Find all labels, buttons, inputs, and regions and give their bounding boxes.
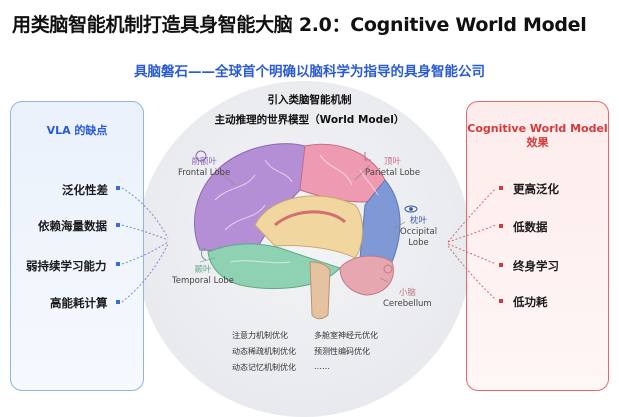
right-item-low-power: 低功耗 <box>513 295 548 309</box>
note-sparse: 动态稀疏机制优化 <box>232 347 296 356</box>
left-item-continual-learning: 弱持续学习能力 <box>26 259 107 273</box>
right-bullet-icon <box>499 263 503 267</box>
cerebellum-icon <box>383 264 393 274</box>
right-item-lifelong-learning: 终身学习 <box>513 259 559 273</box>
occipital-eye-icon <box>404 205 418 213</box>
right-item-low-data: 低数据 <box>513 220 548 234</box>
vla-shortcomings-panel: VLA 的缺点 <box>10 101 144 391</box>
left-bullet-icon <box>116 186 120 190</box>
right-bullet-icon <box>499 224 503 228</box>
right-bullet-icon <box>499 299 503 303</box>
left-panel-header: VLA 的缺点 <box>46 124 108 137</box>
left-item-energy: 高能耗计算 <box>50 296 108 310</box>
right-bullet-icon <box>499 186 503 190</box>
frontal-lobe-label: 前额叶 Frontal Lobe <box>178 157 231 178</box>
lobe-pointers <box>199 164 406 283</box>
world-model-effects-panel: Cognitive World Model 效果 更高泛化 低数据 终身学习 低… <box>466 101 609 391</box>
center-line-1: 引入类脑智能机制 <box>267 94 352 106</box>
right-panel-header: Cognitive World Model <box>467 122 608 135</box>
left-bullet-icon <box>116 300 120 304</box>
brain-illustration <box>193 143 401 320</box>
center-line-2: 主动推理的世界模型（World Model） <box>214 114 405 126</box>
frontal-head-icon <box>195 150 207 162</box>
inner-brain-region <box>254 195 363 259</box>
parietal-lobe-label: 顶叶 Parietal Lobe <box>365 157 421 178</box>
gyri-lines <box>214 154 379 264</box>
right-panel-header-sub: 效果 <box>526 136 549 149</box>
left-connectors <box>121 187 169 303</box>
page-subtitle: 具脑磐石——全球首个明确以脑科学为指导的具身智能公司 <box>134 64 485 80</box>
left-item-generalization: 泛化性差 <box>62 183 108 197</box>
parietal-hand-icon <box>364 152 371 161</box>
temporal-ear-icon <box>201 247 207 261</box>
left-bullet-icon <box>116 262 120 266</box>
background-circle <box>136 81 472 417</box>
note-ellipsis: …… <box>314 362 330 371</box>
note-attention: 注意力机制优化 <box>232 331 288 340</box>
brain-stem <box>309 261 331 320</box>
note-multicompartment: 多舱室神经元优化 <box>314 331 378 340</box>
cerebellum-label: 小脑 Cerebellum <box>383 288 432 309</box>
corpus-callosum <box>274 210 347 227</box>
left-bullet-icon <box>116 223 120 227</box>
note-predictive-coding: 预测性编码优化 <box>314 347 370 356</box>
left-item-data-dependency: 依赖海量数据 <box>38 219 107 233</box>
temporal-lobe-label: 颞叶 Temporal Lobe <box>172 265 235 286</box>
note-memory: 动态记忆机制优化 <box>232 363 296 372</box>
occipital-lobe-label: 枕叶 Occipital Lobe <box>400 216 438 248</box>
brain-diagram <box>121 143 497 320</box>
cerebellum <box>339 255 394 296</box>
right-item-generalization: 更高泛化 <box>513 182 559 196</box>
right-connectors <box>447 187 497 301</box>
page-title: 用类脑智能机制打造具身智能大脑 2.0：Cognitive World Mode… <box>12 14 587 36</box>
